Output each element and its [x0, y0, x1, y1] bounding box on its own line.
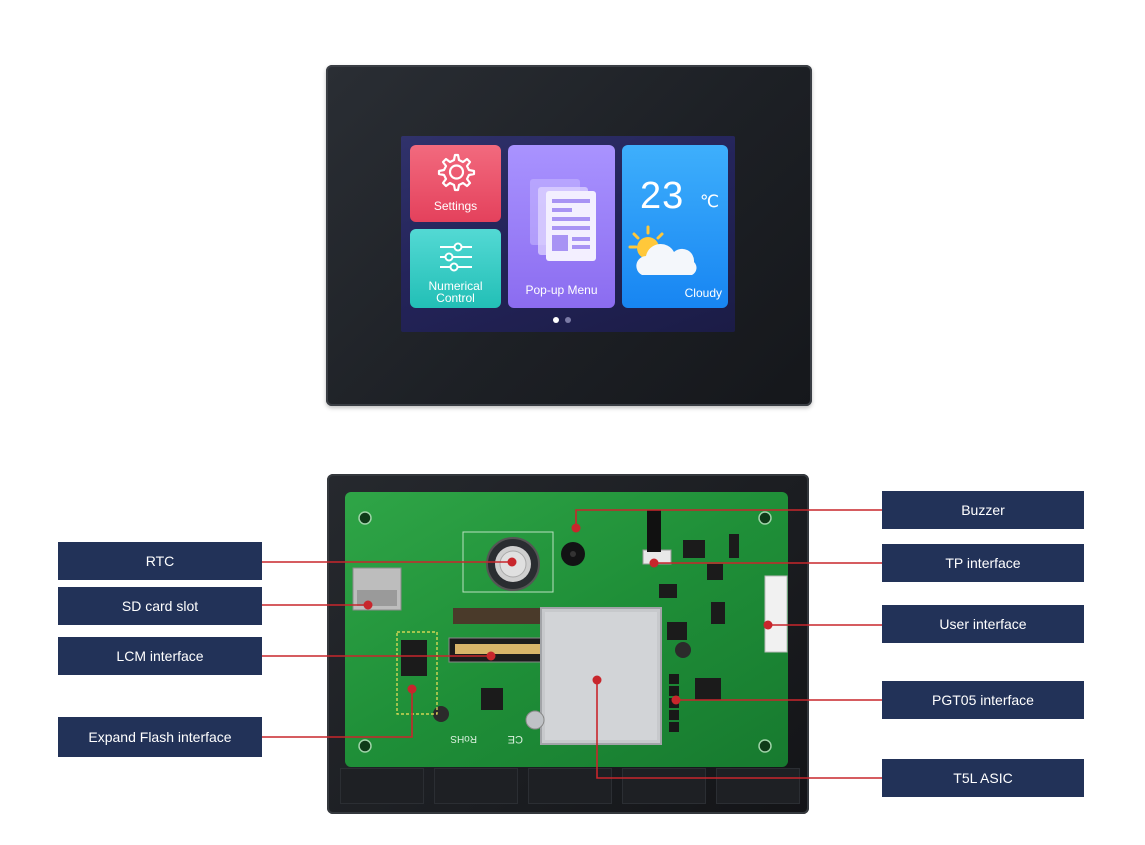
page-indicator-dot-active[interactable]: [553, 317, 559, 323]
numerical-control-tile[interactable]: Numerical Control: [410, 229, 501, 308]
buzzer-callout: Buzzer: [882, 491, 1084, 529]
sun-cloud-icon: [628, 225, 697, 275]
gear-icon: [437, 153, 476, 192]
enclosure-rib: [622, 768, 706, 804]
weather-tile[interactable]: 23 ℃ Cloudy: [622, 145, 728, 308]
popup-menu-label: Pop-up Menu: [525, 283, 598, 297]
popup-menu-tile[interactable]: Pop-up Menu: [508, 145, 615, 308]
rtc-callout: RTC: [58, 542, 262, 580]
lcm-interface-callout: LCM interface: [58, 637, 262, 675]
enclosure-rib: [434, 768, 518, 804]
enclosure-ribs: [340, 768, 802, 806]
expand-flash-callout: Expand Flash interface: [58, 717, 262, 757]
temperature-unit: ℃: [700, 192, 720, 211]
page-indicator-dot[interactable]: [565, 317, 571, 323]
ce-marking: CE: [508, 733, 523, 745]
settings-tile[interactable]: Settings: [410, 145, 501, 222]
t5l-asic-callout: T5L ASIC: [882, 759, 1084, 797]
numerical-label-line1: Numerical: [428, 279, 483, 293]
temperature-value: 23: [640, 175, 685, 217]
rohs-marking: RoHS: [450, 733, 477, 744]
sliders-icon: [440, 242, 472, 272]
enclosure-rib: [528, 768, 612, 804]
weather-condition-label: Cloudy: [684, 286, 722, 300]
enclosure-rib: [340, 768, 424, 804]
enclosure-rib: [716, 768, 800, 804]
document-icon: [530, 179, 596, 261]
user-interface-callout: User interface: [882, 605, 1084, 643]
pcb-components: RoHS CE: [352, 510, 788, 753]
device-screen: Settings Numerical Control: [401, 136, 735, 332]
pgt05-interface-callout: PGT05 interface: [882, 681, 1084, 719]
pcb-board: RoHS CE: [345, 492, 788, 767]
sd-card-slot-callout: SD card slot: [58, 587, 262, 625]
tp-interface-callout: TP interface: [882, 544, 1084, 582]
numerical-label-line2: Control: [436, 291, 475, 305]
settings-label: Settings: [433, 199, 478, 213]
